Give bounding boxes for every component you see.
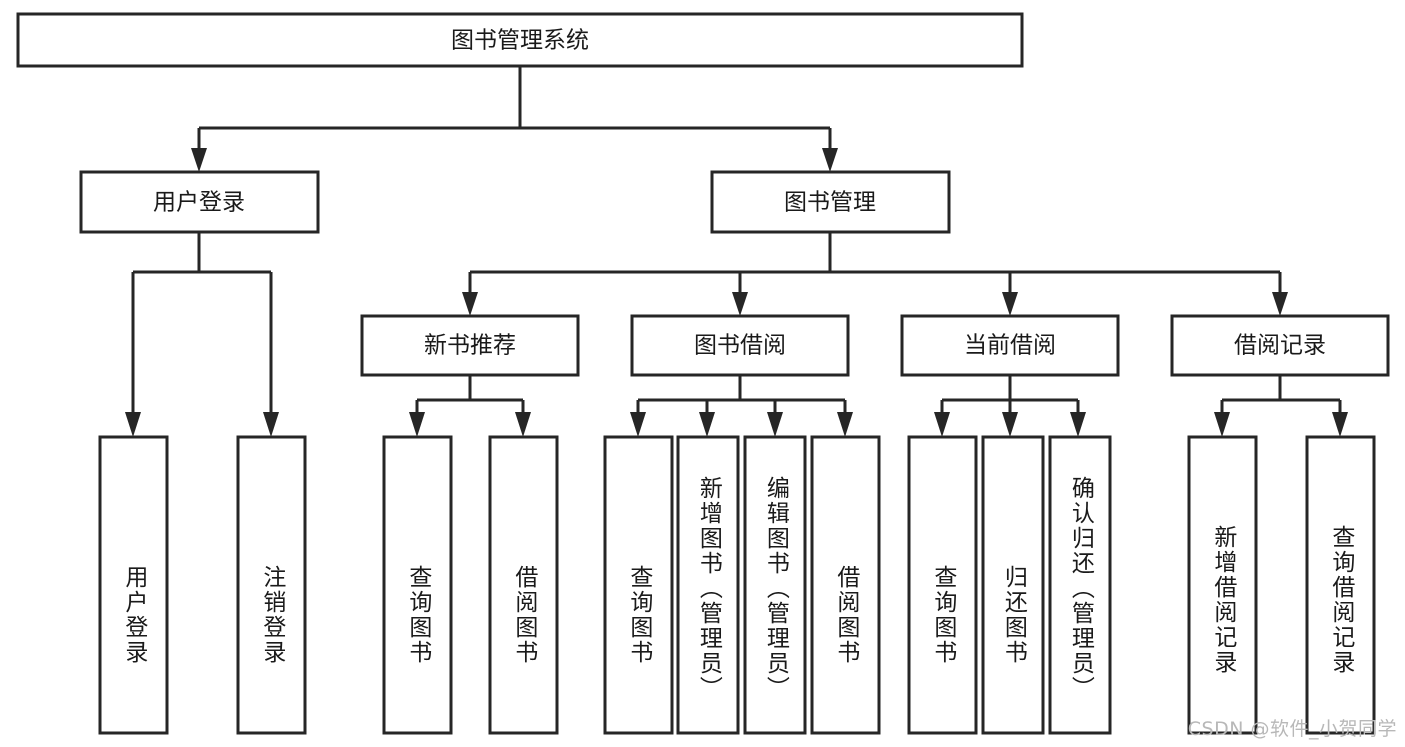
arrow-to-user-login xyxy=(191,148,207,172)
arrow-to-borrow-record xyxy=(1272,292,1288,316)
leaf-box-borrow-record-1[interactable] xyxy=(1187,435,1258,735)
arrow-current-leaf-2 xyxy=(1002,412,1018,437)
node-book-manage[interactable]: 图书管理 xyxy=(710,170,951,234)
arrow-user-leaf-1 xyxy=(125,412,141,437)
node-borrow-record[interactable]: 借阅记录 xyxy=(1170,314,1390,377)
node-current-borrow-label: 当前借阅 xyxy=(964,333,1056,359)
node-book-manage-label: 图书管理 xyxy=(784,190,876,216)
arrow-record-leaf-1 xyxy=(1214,412,1230,437)
arrow-current-leaf-1 xyxy=(934,412,950,437)
arrow-to-new-book xyxy=(462,292,478,316)
node-borrow-record-box[interactable] xyxy=(1170,314,1390,377)
leaf-box-book-borrow-2[interactable] xyxy=(676,435,740,735)
connector-group-root xyxy=(191,66,838,172)
leaf-box-borrow-record-2[interactable] xyxy=(1305,435,1376,735)
leaf-box-current-borrow-1[interactable] xyxy=(907,435,978,735)
connector-group-new-book xyxy=(409,375,531,437)
node-user-login[interactable]: 用户登录 xyxy=(79,170,320,234)
leaf-box-new-book-1[interactable] xyxy=(382,435,453,735)
connector-group-book-borrow xyxy=(630,375,853,437)
csdn-watermark: CSDN @软件_小贺同学 xyxy=(1187,718,1397,740)
arrow-to-borrow xyxy=(732,292,748,316)
arrow-newbook-leaf-1 xyxy=(409,412,425,437)
node-user-login-box[interactable] xyxy=(79,170,320,234)
node-book-manage-box[interactable] xyxy=(710,170,951,234)
node-root-box[interactable] xyxy=(16,12,1024,68)
arrow-to-current-borrow xyxy=(1002,292,1018,316)
node-root[interactable]: 图书管理系统 xyxy=(16,12,1024,68)
connector-group-borrow-record xyxy=(1214,375,1348,437)
connector-group-book-manage xyxy=(462,232,1288,316)
arrow-record-leaf-2 xyxy=(1332,412,1348,437)
arrow-borrow-leaf-3 xyxy=(767,412,783,437)
node-book-borrow[interactable]: 图书借阅 xyxy=(630,314,850,377)
arrow-user-leaf-2 xyxy=(263,412,279,437)
node-new-book-recommend-label: 新书推荐 xyxy=(424,333,516,359)
connector-group-user-login xyxy=(125,232,279,437)
leaf-box-book-borrow-1[interactable] xyxy=(603,435,674,735)
node-current-borrow[interactable]: 当前借阅 xyxy=(900,314,1120,377)
node-book-borrow-label: 图书借阅 xyxy=(694,333,786,359)
node-current-borrow-box[interactable] xyxy=(900,314,1120,377)
arrow-borrow-leaf-2 xyxy=(699,412,715,437)
arrow-newbook-leaf-2 xyxy=(515,412,531,437)
leaf-box-current-borrow-3[interactable] xyxy=(1048,435,1112,735)
node-user-login-label: 用户登录 xyxy=(153,190,245,216)
arrow-borrow-leaf-1 xyxy=(630,412,646,437)
leaf-box-user-login-2[interactable] xyxy=(236,435,307,735)
arrow-to-book-manage xyxy=(822,148,838,172)
leaf-box-current-borrow-2[interactable] xyxy=(981,435,1045,735)
arrow-current-leaf-3 xyxy=(1070,412,1086,437)
leaf-box-user-login-1[interactable] xyxy=(98,435,169,735)
connector-group-current-borrow xyxy=(934,375,1086,437)
leaf-box-book-borrow-4[interactable] xyxy=(810,435,881,735)
leaf-box-new-book-2[interactable] xyxy=(488,435,559,735)
node-new-book-recommend-box[interactable] xyxy=(360,314,580,377)
node-root-label: 图书管理系统 xyxy=(451,28,589,54)
node-new-book-recommend[interactable]: 新书推荐 xyxy=(360,314,580,377)
leaf-box-book-borrow-3[interactable] xyxy=(743,435,807,735)
arrow-borrow-leaf-4 xyxy=(837,412,853,437)
node-book-borrow-box[interactable] xyxy=(630,314,850,377)
node-borrow-record-label: 借阅记录 xyxy=(1234,333,1326,359)
